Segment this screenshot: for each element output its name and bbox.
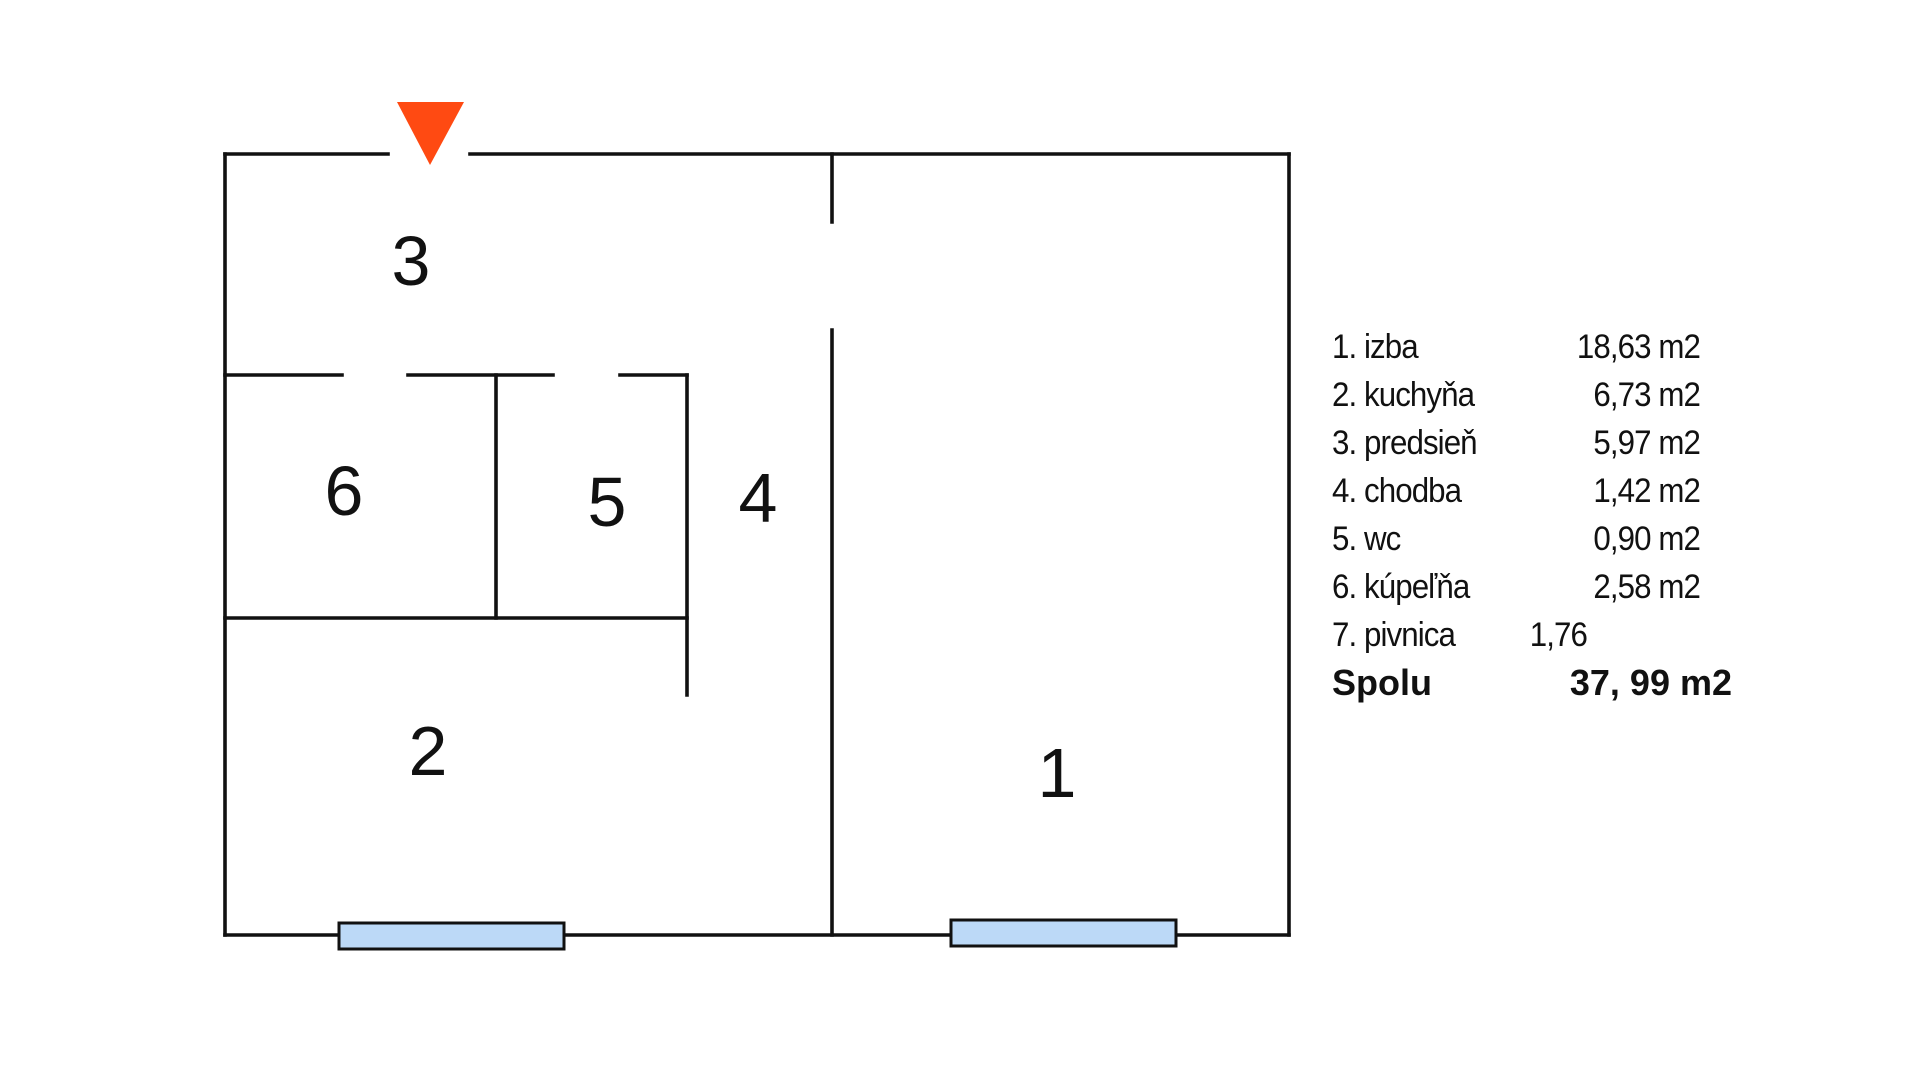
legend-room-area: 18,63 m2: [1576, 328, 1701, 366]
legend-total-label: Spolu: [1332, 662, 1432, 703]
legend-room-label: 1. izba: [1332, 328, 1419, 366]
room-number-6: 6: [325, 452, 364, 530]
legend-room-area: 1,42 m2: [1593, 472, 1701, 510]
room-number-2: 2: [409, 712, 448, 790]
legend-room-area: 5,97 m2: [1593, 424, 1701, 462]
interior-walls: [223, 152, 834, 937]
legend-room-label: 7. pivnica: [1332, 616, 1456, 654]
legend-room-label: 2. kuchyňa: [1332, 376, 1475, 414]
room-number-5: 5: [588, 463, 627, 541]
legend-row: 2. kuchyňa 6,73 m2: [1332, 371, 1701, 419]
legend-row: 5. wc 0,90 m2: [1332, 515, 1701, 563]
window-icon: [949, 918, 1178, 948]
legend-total-area: 37, 99 m2: [1569, 662, 1732, 703]
window-icon: [337, 921, 566, 951]
legend-row: 4. chodba 1,42 m2: [1332, 467, 1701, 515]
outer-walls: [223, 152, 1291, 937]
legend-room-area: 6,73 m2: [1593, 376, 1701, 414]
room-area-legend: 1. izba 18,63 m2 2. kuchyňa 6,73 m2 3. p…: [1332, 323, 1732, 707]
entrance-triangle-icon: [397, 102, 464, 165]
room-number-3: 3: [392, 222, 431, 300]
room-labels: 1 2 3 4 5 6: [325, 222, 1077, 812]
legend-row: 1. izba 18,63 m2: [1332, 323, 1701, 371]
legend-room-label: 5. wc: [1332, 520, 1401, 558]
legend-room-area: 1,76: [1529, 616, 1588, 654]
legend-room-label: 4. chodba: [1332, 472, 1462, 510]
legend-row: 7. pivnica 1,76: [1332, 611, 1700, 659]
legend-row: 3. predsieň 5,97 m2: [1332, 419, 1701, 467]
legend-room-area: 2,58 m2: [1593, 568, 1701, 606]
room-number-1: 1: [1038, 734, 1077, 812]
legend-total-row: Spolu 37, 99 m2: [1332, 659, 1732, 707]
legend-room-label: 6. kúpeľňa: [1332, 568, 1470, 606]
legend-room-label: 3. predsieň: [1332, 424, 1478, 462]
windows: [337, 918, 1178, 951]
room-number-4: 4: [739, 459, 778, 537]
legend-row: 6. kúpeľňa 2,58 m2: [1332, 563, 1701, 611]
legend-room-area: 0,90 m2: [1593, 520, 1701, 558]
